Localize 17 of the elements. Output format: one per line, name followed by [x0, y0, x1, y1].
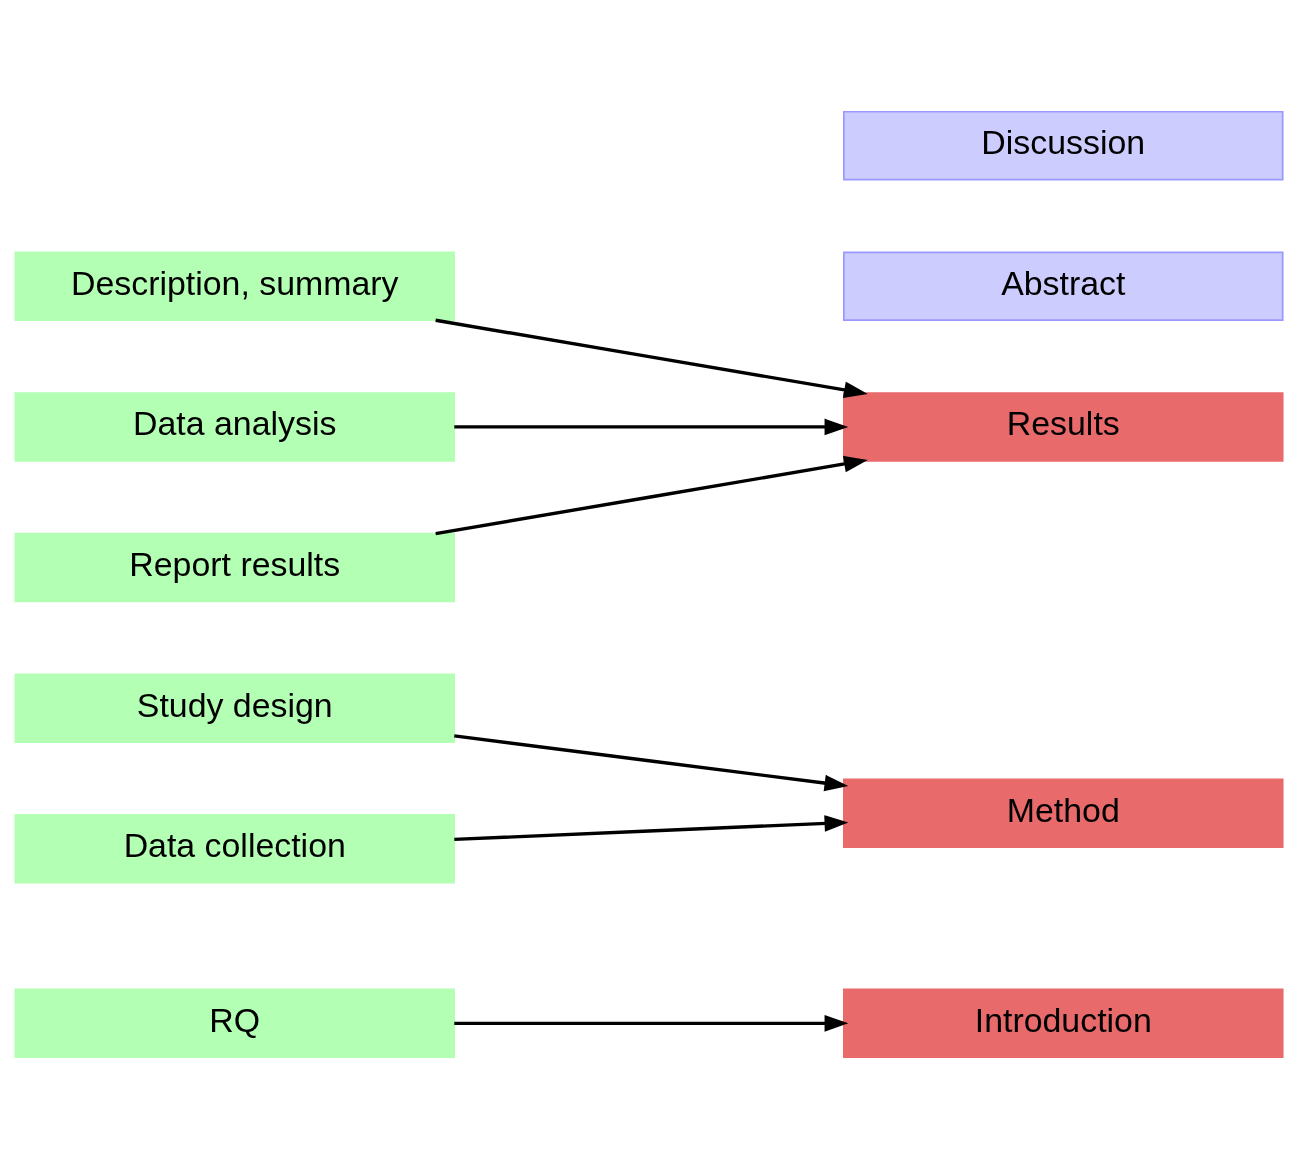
node-box: Discussion — [843, 110, 1284, 180]
node-box: Data analysis — [14, 391, 455, 462]
node-box: Abstract — [843, 251, 1284, 321]
node-box: Description, summary — [14, 251, 455, 321]
arrow — [435, 318, 868, 398]
arrow — [454, 733, 849, 791]
arrow — [435, 455, 868, 535]
arrow — [454, 418, 849, 435]
arrow — [454, 814, 849, 841]
node-box: RQ — [14, 988, 455, 1058]
arrow — [454, 1014, 849, 1032]
node-box: Data collection — [14, 813, 455, 884]
node-box: Study design — [14, 672, 455, 743]
node-box: Introduction — [843, 988, 1284, 1058]
node-box: Report results — [14, 532, 455, 602]
node-box: Results — [843, 391, 1284, 462]
node-box: Method — [843, 778, 1284, 848]
